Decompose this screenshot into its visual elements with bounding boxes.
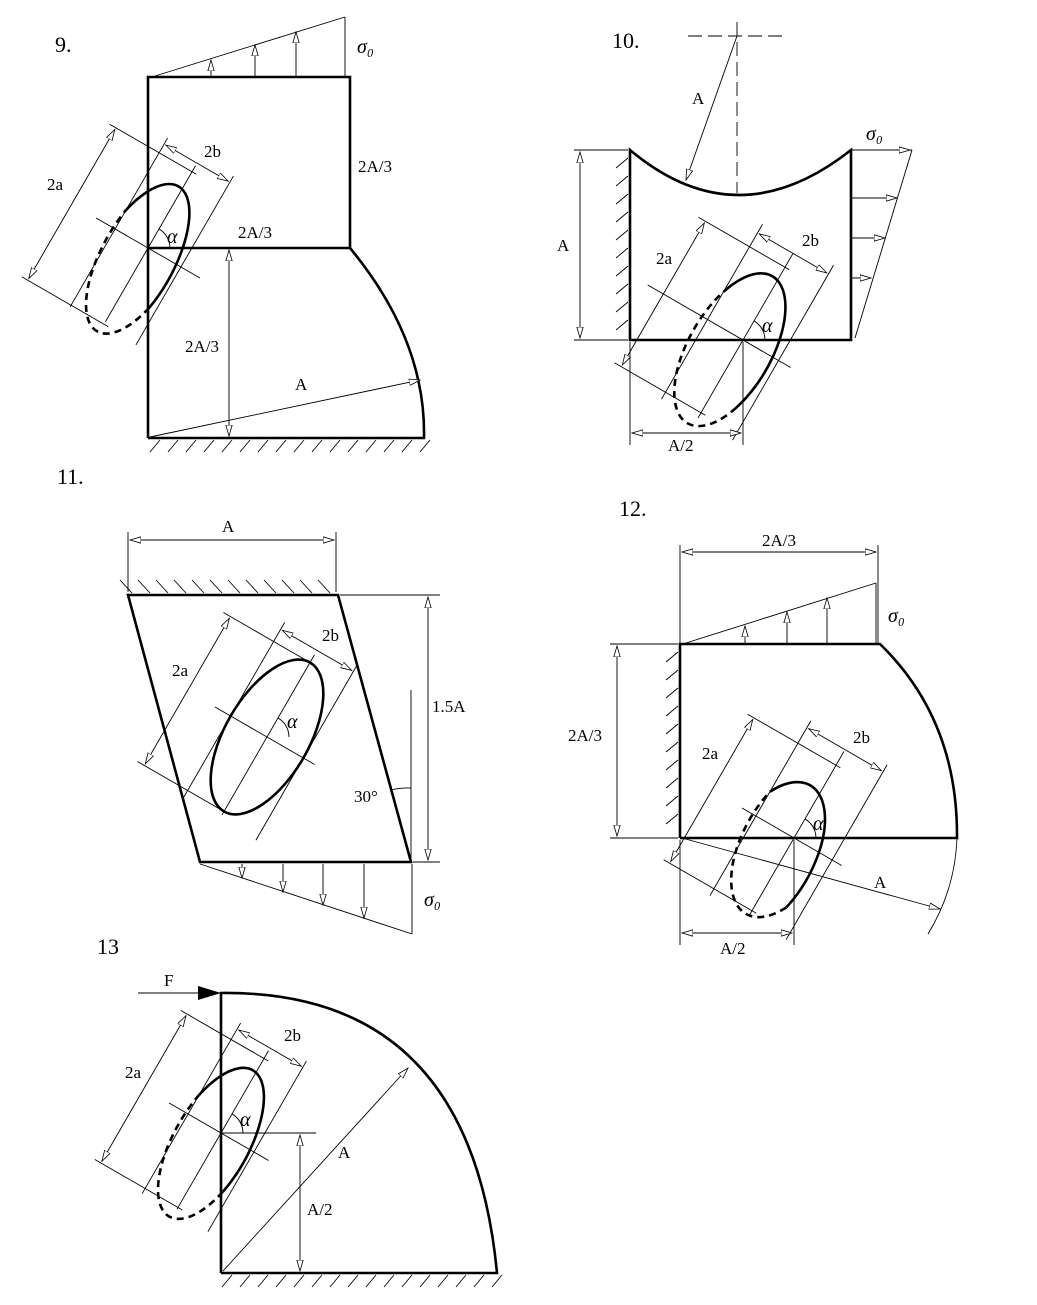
figure-12: 12. 2A/3 σ₀ 2A/3 bbox=[568, 496, 959, 958]
figure-9-load-label: σ₀ bbox=[357, 36, 374, 58]
figure-12-crack bbox=[663, 713, 888, 940]
figure-13: 13 F A A/2 bbox=[94, 934, 503, 1288]
figure-9-support bbox=[149, 439, 431, 453]
figure-11-incline-label: 30° bbox=[354, 787, 378, 806]
figure-13-force-label: F bbox=[164, 971, 173, 990]
figure-10-load bbox=[851, 150, 913, 339]
figure-9-major-label: 2a bbox=[47, 175, 64, 194]
figure-12-height-label: 2A/3 bbox=[568, 726, 602, 745]
figure-10-height-label: A bbox=[557, 236, 570, 255]
figure-10-crack bbox=[614, 216, 834, 441]
figure-11-number: 11. bbox=[57, 464, 84, 489]
figure-12-angle-label: α bbox=[813, 813, 824, 835]
figure-11-load-label: σ₀ bbox=[424, 889, 441, 911]
figure-10-load-label: σ₀ bbox=[866, 123, 883, 145]
figure-10-offset-label: A/2 bbox=[668, 436, 694, 455]
figure-12-radius-label: A bbox=[874, 873, 887, 892]
figure-10-major-label: 2a bbox=[656, 249, 673, 268]
figure-12-load-label: σ₀ bbox=[888, 605, 905, 627]
figure-13-outline bbox=[219, 991, 499, 1275]
figure-10-radius-label: A bbox=[692, 89, 705, 108]
figure-10-outline bbox=[628, 147, 853, 342]
figure-11: 11. A 1.5A 30° bbox=[57, 464, 466, 935]
figure-12-major-label: 2a bbox=[702, 744, 719, 763]
figure-13-support bbox=[221, 1274, 503, 1288]
figure-9-lower-height-label: 2A/3 bbox=[185, 337, 219, 356]
figure-9-angle-label: α bbox=[167, 226, 178, 248]
figure-9: 9. σ₀ 2A/3 2A/3 2A/3 A bbox=[21, 16, 431, 453]
figure-13-angle-label: α bbox=[240, 1109, 251, 1131]
figure-13-minor-label: 2b bbox=[284, 1026, 301, 1045]
figure-10-minor-label: 2b bbox=[802, 231, 819, 250]
figure-11-load bbox=[199, 863, 413, 935]
figure-11-support bbox=[119, 579, 331, 594]
figure-12-offset-label: A/2 bbox=[720, 939, 746, 958]
figure-13-major-label: 2a bbox=[125, 1063, 142, 1082]
figure-11-major-label: 2a bbox=[172, 661, 189, 680]
figure-10-number: 10. bbox=[612, 28, 640, 53]
figure-11-crack bbox=[137, 612, 358, 841]
figure-12-load bbox=[685, 582, 877, 644]
figure-12-radius-arc bbox=[927, 837, 958, 935]
figure-9-crack bbox=[21, 123, 234, 346]
figure-9-upper-height-label: 2A/3 bbox=[358, 157, 392, 176]
figure-9-radius-dim bbox=[149, 380, 420, 438]
figure-13-force-arrow bbox=[198, 986, 221, 1000]
figure-12-width-label: 2A/3 bbox=[762, 531, 796, 550]
figure-13-number: 13 bbox=[97, 934, 119, 959]
figure-11-outline bbox=[126, 593, 413, 864]
figure-9-width-label: 2A/3 bbox=[238, 223, 272, 242]
figure-13-crack bbox=[94, 1010, 307, 1232]
figure-13-radius-dim bbox=[222, 1068, 408, 1272]
figure-9-load bbox=[154, 16, 346, 77]
figure-10-angle-label: α bbox=[762, 315, 773, 337]
figure-9-outline bbox=[146, 75, 426, 440]
figure-10: 10. A A bbox=[557, 22, 913, 455]
figure-12-outline bbox=[678, 642, 959, 840]
figure-10-support bbox=[615, 157, 629, 331]
figure-11-minor-label: 2b bbox=[322, 626, 339, 645]
figure-11-angle-label: α bbox=[287, 711, 298, 733]
figure-13-offset-label: A/2 bbox=[307, 1200, 333, 1219]
figure-12-support bbox=[665, 651, 679, 825]
figure-11-width-label: A bbox=[222, 517, 235, 536]
figure-12-number: 12. bbox=[619, 496, 647, 521]
figure-9-number: 9. bbox=[55, 32, 72, 57]
figure-10-radius-dim bbox=[686, 35, 738, 180]
figure-13-radius-label: A bbox=[338, 1143, 351, 1162]
figure-9-radius-label: A bbox=[295, 375, 308, 394]
figure-9-minor-label: 2b bbox=[204, 142, 221, 161]
figure-11-height-label: 1.5A bbox=[432, 697, 466, 716]
figure-12-minor-label: 2b bbox=[853, 728, 870, 747]
figure-11-incline-arc bbox=[390, 787, 412, 791]
